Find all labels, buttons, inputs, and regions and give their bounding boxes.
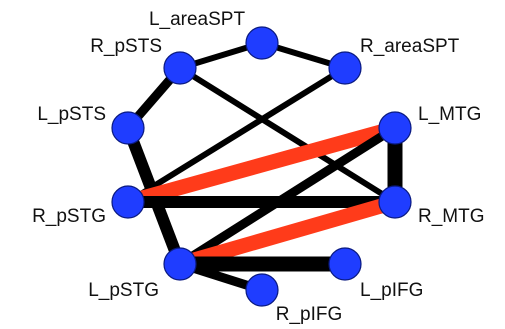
node-label-L_pIFG: L_pIFG [360, 280, 423, 301]
node-layer [111, 26, 412, 307]
node-R_pSTG [111, 185, 145, 219]
node-label-L_pSTG: L_pSTG [88, 280, 159, 301]
edge-L_pSTG-R_MTG [177, 194, 398, 272]
label-layer: L_areaSPT R_areaSPT L_MTG R_MTG L_pIFG R_pIFG… [32, 9, 484, 325]
edge-R_pSTG-L_MTG [125, 120, 398, 210]
node-R_pSTS [163, 51, 197, 85]
node-R_MTG [378, 185, 412, 219]
node-L_areaSPT [245, 26, 279, 60]
node-label-R_pSTS: R_pSTS [90, 36, 162, 57]
node-label-R_areaSPT: R_areaSPT [360, 36, 460, 57]
node-L_MTG [378, 111, 412, 145]
node-label-R_pSTG: R_pSTG [32, 206, 106, 227]
node-L_pIFG [328, 247, 362, 281]
node-label-L_areaSPT: L_areaSPT [149, 9, 246, 30]
node-label-R_pIFG: R_pIFG [276, 304, 343, 325]
node-R_pIFG [245, 273, 279, 307]
node-label-L_pSTS: L_pSTS [37, 104, 106, 125]
edge-L_pSTG-L_MTG [177, 124, 398, 268]
node-label-L_MTG: L_MTG [418, 104, 481, 125]
node-label-R_MTG: R_MTG [418, 206, 485, 227]
node-R_areaSPT [328, 51, 362, 85]
edge-R_pSTS-R_MTG [178, 65, 397, 205]
edge-R_areaSPT-R_pSTG [126, 65, 347, 205]
node-L_pSTG [163, 247, 197, 281]
node-L_pSTS [111, 111, 145, 145]
